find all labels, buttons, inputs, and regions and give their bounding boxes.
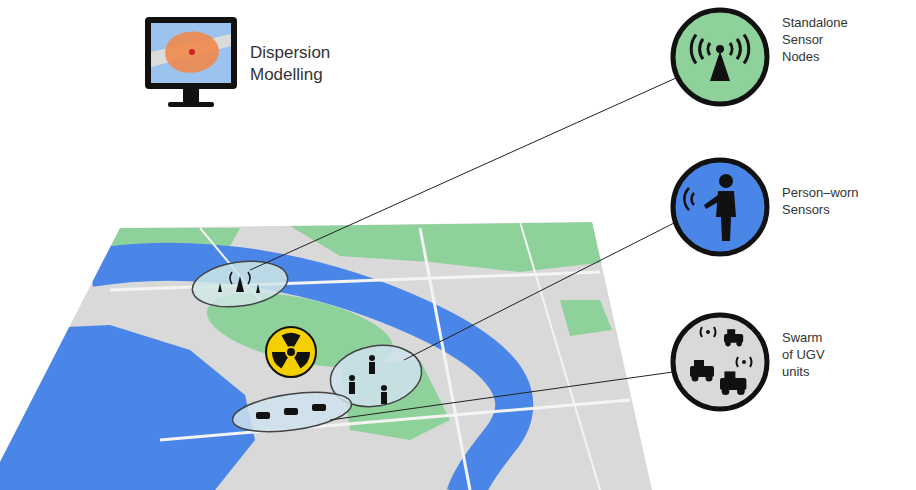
road (420, 228, 470, 490)
icon-circle (673, 160, 767, 254)
monitor-base (168, 102, 214, 107)
source-dot (189, 49, 195, 55)
monitor-node: Dispersion Modelling (140, 12, 390, 152)
node-label: Dispersion Modelling (250, 42, 350, 86)
node-label: Person–worn Sensors (782, 185, 870, 219)
sensor-symbol (668, 5, 772, 109)
sensor-area (189, 256, 290, 313)
ugv-area (230, 386, 354, 438)
leader-line (330, 372, 673, 420)
node-label: Swarm of UGV units (782, 330, 834, 381)
road (110, 272, 600, 290)
icon-node: Swarm of UGV units (668, 310, 868, 414)
lake (0, 325, 255, 490)
road (520, 222, 600, 490)
ugv-icon (690, 327, 752, 395)
monitor-bezel (145, 17, 237, 89)
icon-circle (673, 315, 767, 409)
ugv-symbol (256, 404, 326, 419)
icon-node: Person–worn Sensors (668, 155, 878, 259)
radiation-symbol (266, 327, 316, 377)
monitor-symbol (140, 12, 245, 152)
person-symbol (349, 355, 387, 404)
icon-node: Standalone Sensor Nodes (668, 5, 868, 109)
leader-line (250, 78, 676, 270)
person-symbol (668, 155, 772, 259)
person-icon (684, 174, 736, 241)
river (90, 262, 514, 490)
park-area (290, 222, 606, 272)
road (160, 400, 630, 440)
icon-circle (673, 10, 767, 104)
monitor-neck (183, 89, 199, 103)
park-area (560, 300, 612, 336)
leader-line (404, 222, 676, 360)
ugv-symbol (668, 310, 772, 414)
monitor-screen (151, 23, 231, 83)
sensor-symbol (218, 272, 260, 293)
plume (165, 31, 219, 72)
sensor-icon (691, 35, 749, 81)
map-ground (0, 222, 652, 490)
node-label: Standalone Sensor Nodes (782, 15, 856, 66)
